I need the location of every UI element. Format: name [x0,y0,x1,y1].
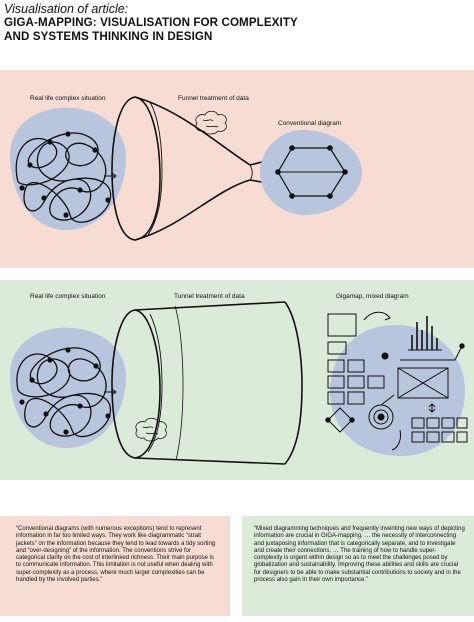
label-complex-situation-bottom: Real life complex situation [30,293,106,300]
label-complex-situation-top: Real life complex situation [30,95,106,102]
tangled-line [15,132,112,223]
header-subtitle: Visualisation of article: [4,2,129,16]
label-conventional-diagram: Conventional diagram [278,120,342,127]
tunnel-panel: Real life complex situation Tunnel treat… [0,280,474,480]
funnel-shape [111,96,266,241]
tangled-line-2 [16,347,111,438]
tunnel-diagram [10,301,468,465]
gigamap-diagram [325,311,468,456]
tunnel-shape [111,301,303,465]
situation-nodes-2 [19,347,111,435]
data-cloud-icon [195,110,227,135]
conventional-diagram [260,130,362,215]
funnel-diagram [10,96,362,241]
quote-left: “Conventional diagrams (with numerous ex… [0,516,230,616]
label-funnel-treatment: Funnel treatment of data [178,95,249,102]
header-title-line-2: AND SYSTEMS THINKING IN DESIGN [4,30,213,43]
arrow-into-tunnel [104,388,117,396]
funnel-panel: Real life complex situation Funnel treat… [0,70,474,268]
complex-situation-blob [10,107,127,230]
quote-right: “Mixed diagramming techniques and freque… [242,516,474,616]
page-header: Visualisation of article: GIGA-MAPPING: … [4,2,470,44]
complex-situation-blob-2 [10,327,127,448]
arrow-into-funnel [104,172,117,180]
label-gigamap: Gigamap, mixed diagram [336,293,409,300]
situation-nodes [19,131,111,218]
label-tunnel-treatment: Tunnel treatment of data [174,293,245,300]
data-cloud-icon-2 [135,417,167,442]
header-title-line-1: GIGA-MAPPING: VISUALISATION FOR COMPLEXI… [4,16,298,29]
